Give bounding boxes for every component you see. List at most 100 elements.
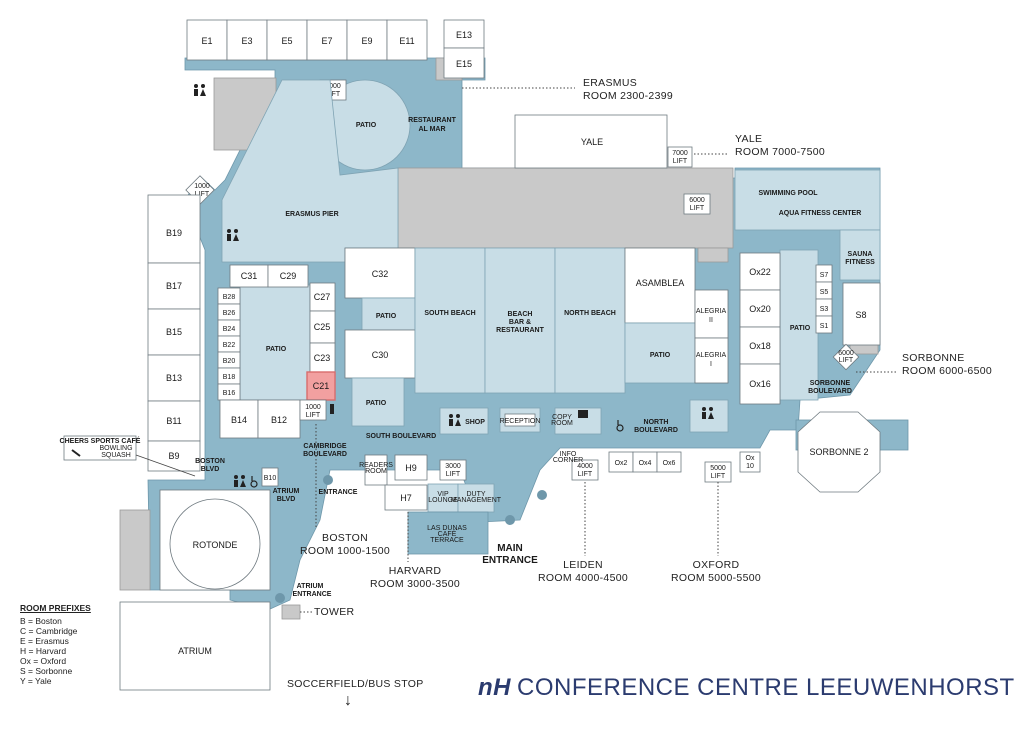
label-south-beach: SOUTH BEACH — [424, 310, 475, 317]
wheelchair-icon — [250, 476, 258, 488]
room-ox18[interactable] — [739, 326, 781, 365]
toilet-icon — [702, 407, 714, 419]
cheers-sports-cafe[interactable] — [63, 435, 137, 461]
room-asamblea[interactable] — [624, 247, 696, 324]
room-ox16[interactable] — [739, 363, 781, 405]
label-b17: B17 — [166, 281, 182, 291]
label-e9: E9 — [361, 36, 372, 46]
label-c32: C32 — [372, 269, 389, 279]
toilet-icon — [449, 414, 461, 426]
label-b16: B16 — [223, 390, 236, 397]
room-s1[interactable] — [815, 315, 833, 334]
toilet-block-north — [689, 399, 729, 433]
room-ox20[interactable] — [739, 289, 781, 328]
label-cheers-squash: SQUASH — [101, 452, 131, 459]
label-main-entrance-2: ENTRANCE — [482, 555, 538, 566]
cambridge-rooms: C31 C29 C27 C25 C23 C21 — [229, 264, 336, 401]
north-beach — [554, 247, 626, 394]
room-ox10[interactable] — [739, 451, 761, 473]
label-atrium: ATRIUM — [178, 646, 212, 656]
room-e7[interactable] — [306, 19, 348, 61]
label-b26: B26 — [223, 310, 236, 317]
room-rotonde[interactable] — [169, 498, 261, 590]
room-b14[interactable] — [219, 399, 259, 439]
room-b19[interactable] — [147, 194, 201, 264]
wheelchair-icon — [616, 420, 624, 432]
label-sorbonne-2: SORBONNE 2 — [809, 447, 868, 457]
label-beach-3: RESTAURANT — [496, 327, 544, 334]
callout-erasmus: ERASMUS ROOM 2300-2399 — [583, 77, 673, 102]
lift-6000[interactable] — [683, 193, 711, 215]
room-b9[interactable] — [147, 440, 201, 472]
room-e5[interactable] — [266, 19, 308, 61]
label-e5: E5 — [281, 36, 292, 46]
label-readers-2: ROOM — [365, 468, 387, 475]
legend-item: Ox = Oxford — [20, 656, 67, 666]
lift-4000[interactable] — [571, 459, 599, 481]
label-lift-4000b: LIFT — [578, 471, 593, 478]
room-e13[interactable] — [443, 19, 485, 49]
room-b15[interactable] — [147, 308, 201, 356]
patio-asamblea — [624, 322, 696, 384]
room-atrium[interactable] — [119, 601, 271, 691]
lift-6000-diamond[interactable] — [832, 343, 860, 371]
lift-1000-c[interactable] — [299, 399, 327, 421]
label-main-entrance-1: MAIN — [497, 543, 523, 554]
callout-yale: YALE ROOM 7000-7500 — [735, 133, 825, 158]
room-s8[interactable] — [842, 282, 881, 346]
lift-3000[interactable] — [439, 459, 467, 481]
room-ox6[interactable] — [656, 451, 682, 473]
room-alegria-1[interactable] — [694, 337, 729, 384]
label-b20: B20 — [223, 358, 236, 365]
label-info-corner-1: INFO — [560, 451, 577, 458]
legend-item: H = Harvard — [20, 646, 67, 656]
south-beach — [414, 247, 486, 394]
label-lift-4000a: 4000 — [577, 463, 593, 470]
oxford-rooms: Ox22 Ox20 Ox18 Ox16 PATIO S7 S5 S3 S1 S8 — [739, 249, 881, 405]
label-atrium-entrance-1: ATRIUM — [297, 583, 324, 590]
label-restaurant-1: RESTAURANT — [408, 117, 456, 124]
room-c23[interactable] — [309, 342, 336, 374]
room-e1[interactable] — [186, 19, 228, 61]
label-patio-cambridge: PATIO — [266, 346, 287, 353]
room-c21[interactable] — [306, 371, 336, 401]
label-e13: E13 — [456, 30, 472, 40]
reception-desk — [504, 413, 536, 427]
sauna-area — [839, 229, 881, 281]
room-b17[interactable] — [147, 262, 201, 310]
room-c29[interactable] — [267, 264, 309, 288]
room-ox22[interactable] — [739, 252, 781, 291]
room-b13[interactable] — [147, 354, 201, 402]
legend-item: Y = Yale — [20, 676, 52, 686]
room-yale[interactable] — [514, 114, 668, 169]
label-yale: YALE — [581, 137, 603, 147]
label-lift-2000b: LIFT — [326, 91, 341, 98]
label-north-blvd-2: BOULEVARD — [634, 427, 678, 434]
label-e7: E7 — [321, 36, 332, 46]
room-c25[interactable] — [309, 310, 336, 344]
label-alegria-1a: ALEGRIA — [696, 352, 727, 359]
label-lift-3000a: 3000 — [445, 463, 461, 470]
room-h9[interactable] — [394, 454, 428, 481]
lift-7000[interactable] — [667, 146, 693, 168]
room-e9[interactable] — [346, 19, 388, 61]
room-sorbonne-2[interactable] — [797, 411, 881, 493]
label-lift-2000a: 2000 — [325, 83, 341, 90]
room-c32[interactable] — [344, 247, 416, 299]
toilet-icon — [194, 84, 206, 96]
las-dunas-terrace — [407, 511, 489, 555]
label-aqua: AQUA FITNESS CENTER — [779, 210, 862, 217]
callout-tower: TOWER — [314, 606, 355, 618]
room-b12[interactable] — [257, 399, 301, 439]
room-h7[interactable] — [384, 484, 428, 511]
room-b10[interactable] — [261, 467, 279, 487]
room-c27[interactable] — [309, 282, 336, 312]
room-e15[interactable] — [443, 47, 485, 79]
info-icon — [578, 410, 588, 418]
room-e11[interactable] — [386, 19, 428, 61]
legend-item: E = Erasmus — [20, 636, 69, 646]
label-boston-blvd-2: BLVD — [201, 466, 220, 473]
label-h7: H7 — [400, 493, 412, 503]
room-b11[interactable] — [147, 400, 201, 442]
label-cheers-bowling: BOWLING — [99, 445, 132, 452]
